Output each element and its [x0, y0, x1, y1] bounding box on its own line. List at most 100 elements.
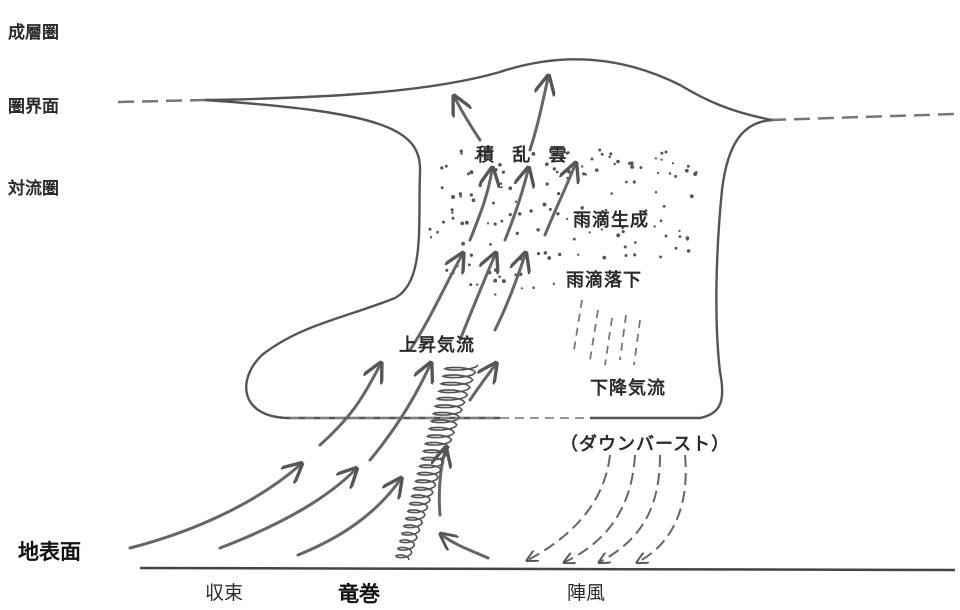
- raindrop-dot: [674, 246, 678, 250]
- raindrop-dot: [604, 208, 608, 212]
- raindrop-dot: [486, 222, 490, 225]
- raindrop-dot: [440, 186, 444, 190]
- raindrop-dot: [494, 167, 498, 172]
- raindrop-dot: [576, 211, 580, 215]
- raindrop-dot: [686, 164, 690, 168]
- raindrop-dot: [610, 192, 614, 195]
- raindrop-dot: [478, 183, 482, 188]
- raindrop-dot: [469, 283, 473, 287]
- raindrop-dot: [565, 151, 569, 155]
- raindrop-dot: [451, 195, 455, 199]
- raindrop-dot: [451, 216, 455, 220]
- raindrop-dot: [545, 182, 549, 186]
- raindrop-dot: [529, 209, 533, 213]
- raindrop-dot: [560, 154, 564, 159]
- raindrop-dot: [580, 165, 584, 168]
- raindrop-dot: [556, 212, 560, 216]
- raindrop-dot: [654, 157, 658, 160]
- raindrop-dot: [668, 172, 672, 175]
- raindrop-dot: [494, 293, 497, 296]
- raindrop-dot: [493, 278, 498, 283]
- raindrop-dot: [508, 186, 513, 191]
- raindrop-dot: [577, 253, 580, 256]
- raindrop-dot: [459, 194, 463, 198]
- raindrop-dot: [469, 253, 474, 257]
- tropopause-label: 圏界面: [8, 97, 59, 117]
- tornado-label: 竜巻: [338, 582, 380, 606]
- raindrop-dot: [630, 164, 635, 169]
- raindrop-dot: [493, 222, 497, 226]
- raindrop-dot: [458, 192, 463, 196]
- raindrop-dot: [572, 237, 576, 241]
- raindrop-dot: [633, 253, 637, 257]
- updraft-label: 上昇気流: [399, 335, 475, 356]
- raindrop-dot: [536, 228, 540, 232]
- downburst-arrows: [528, 454, 687, 562]
- raindrop-dot: [634, 241, 637, 244]
- raindrop-dot: [469, 193, 473, 197]
- raindrop-dot: [429, 236, 433, 239]
- raindrop-dot: [671, 162, 675, 165]
- raindrop-dots: [428, 148, 698, 296]
- raindrop-dot: [489, 243, 492, 246]
- raindrop-formation-label: 雨滴生成: [573, 210, 649, 231]
- raindrop-dot: [469, 170, 474, 175]
- raindrop-dot: [461, 241, 465, 246]
- raindrop-dot: [659, 219, 663, 223]
- raindrop-dot: [501, 279, 506, 284]
- raindrop-dot: [441, 220, 446, 224]
- raindrop-dot: [460, 221, 465, 226]
- raindrop-dot: [600, 152, 604, 156]
- updraft-arrows: [128, 78, 575, 560]
- raindrop-dot: [653, 225, 656, 228]
- ground-surface-label: 地表面: [18, 540, 81, 564]
- downdraft-label: 下降気流: [590, 378, 666, 399]
- raindrop-dot: [494, 268, 498, 272]
- raindrop-dot: [621, 230, 625, 234]
- raindrop-dot: [464, 220, 469, 225]
- raindrop-dot: [518, 256, 523, 261]
- raindrop-dot: [498, 275, 501, 279]
- raindrop-dot: [588, 231, 591, 234]
- raindrop-dot: [613, 162, 616, 166]
- raindrop-dot: [608, 155, 611, 159]
- raindrop-dot: [531, 152, 536, 156]
- raindrop-dot: [684, 168, 689, 173]
- raindrop-dot: [466, 172, 470, 176]
- raindrop-dot: [664, 234, 668, 238]
- raindrop-dot: [582, 172, 586, 176]
- raindrop-dot: [644, 209, 648, 213]
- raindrop-dot: [623, 245, 627, 249]
- raindrop-dot: [598, 148, 602, 152]
- raindrop-dot: [491, 201, 495, 205]
- raindrop-fall-label: 雨滴落下: [566, 270, 642, 291]
- raindrop-dot: [547, 256, 552, 260]
- raindrop-dot: [532, 286, 535, 289]
- raindrop-dot: [580, 206, 584, 210]
- ground-line: [139, 566, 956, 572]
- rain-fall-lines: [573, 299, 641, 366]
- raindrop-dot: [609, 152, 613, 156]
- raindrop-dot: [436, 230, 439, 234]
- raindrop-dot: [660, 151, 664, 155]
- raindrop-dot: [500, 185, 503, 189]
- raindrop-dot: [693, 172, 698, 176]
- cloud-outline: [204, 58, 774, 420]
- raindrop-dot: [440, 166, 444, 170]
- raindrop-dot: [459, 149, 463, 153]
- raindrop-dot: [508, 213, 512, 217]
- raindrop-dot: [428, 227, 432, 231]
- raindrop-dot: [560, 172, 564, 176]
- cumulonimbus-label: 積 乱 雲: [476, 145, 573, 166]
- raindrop-dot: [514, 200, 518, 203]
- raindrop-dot: [625, 180, 628, 184]
- raindrop-dot: [686, 238, 689, 241]
- raindrop-dot: [686, 249, 691, 253]
- raindrop-dot: [515, 231, 519, 236]
- raindrop-dot: [660, 158, 663, 161]
- raindrop-dot: [451, 211, 454, 214]
- stratosphere-label: 成層圏: [8, 23, 59, 43]
- raindrop-dot: [548, 207, 552, 211]
- raindrop-dot: [501, 170, 505, 174]
- raindrop-dot: [678, 229, 681, 233]
